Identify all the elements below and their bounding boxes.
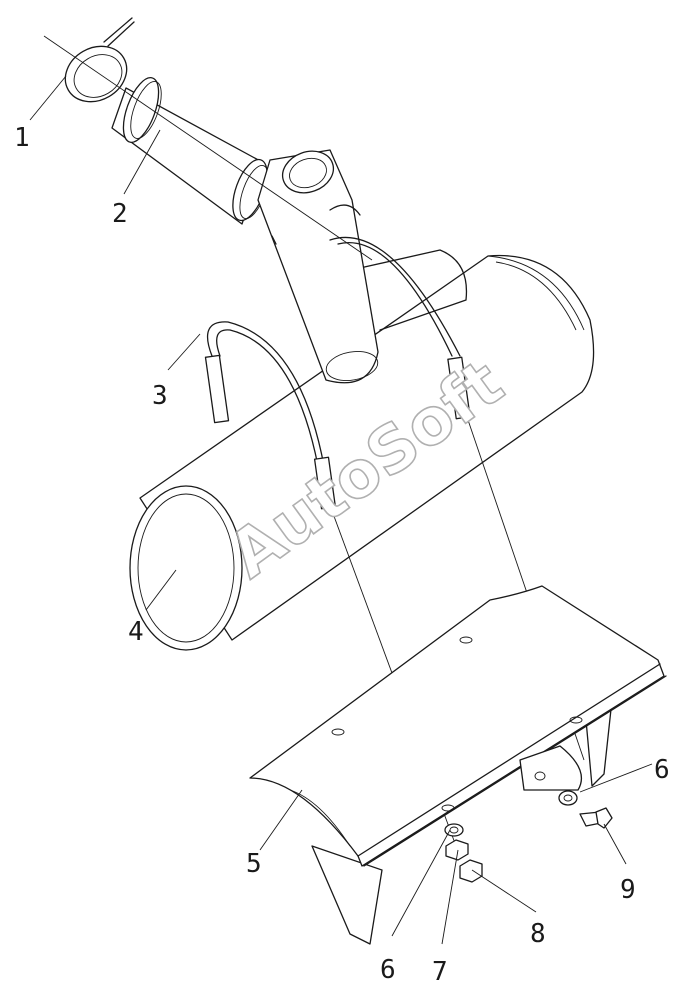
- u-bolt: [204, 236, 471, 510]
- washer-right: [558, 790, 578, 806]
- fasteners: [444, 790, 613, 883]
- callout-8: 8: [530, 919, 546, 949]
- clamp-ring: [64, 17, 135, 103]
- callout-9: 9: [620, 875, 636, 905]
- callout-3: 3: [152, 381, 168, 411]
- callout-5: 5: [246, 849, 262, 879]
- muffler-body: [129, 249, 595, 651]
- washer-lower: [444, 823, 464, 837]
- mounting-bracket: [249, 585, 667, 945]
- callouts: 1 2 3 4 5 6 6 7 8 9: [14, 123, 670, 987]
- callout-6-bottom: 6: [380, 955, 396, 985]
- inlet-pipe: [111, 77, 269, 225]
- exhaust-elbow: [257, 149, 379, 384]
- callout-6-right: 6: [654, 755, 670, 785]
- callout-1: 1: [14, 123, 30, 153]
- leader-lines: [29, 75, 653, 945]
- callout-4: 4: [128, 617, 144, 647]
- nut-8: [459, 859, 483, 883]
- nut-7: [445, 839, 469, 861]
- callout-7: 7: [432, 957, 448, 987]
- callout-2: 2: [112, 199, 128, 229]
